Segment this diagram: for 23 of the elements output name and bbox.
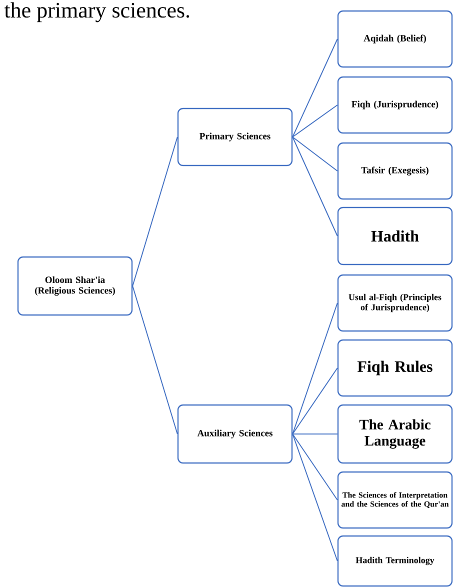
connector-line [292,38,338,138]
category-box: Oloom Shar'ia (Religious Sciences) [17,256,133,316]
category-box: Hadith [337,206,453,266]
connector-line [132,136,178,286]
category-box: Fiqh (Jurisprudence) [337,76,453,134]
connector-line [292,104,338,138]
connector-line [292,434,338,500]
category-box: Aqidah (Belief) [337,10,453,68]
category-box: The Sciences of Interpretation and the Sciences of the Qur'an [337,471,453,529]
category-box: The Arabic Language [337,404,453,464]
category-box: Fiqh Rules [337,339,453,397]
connector-line [292,302,338,434]
connector-line [132,286,178,434]
connector-line [292,136,338,172]
connector-line [292,434,338,562]
category-box: Auxiliary Sciences [177,404,293,464]
category-box: Usul al-Fiqh (Principles of Jurisprudence) [337,274,453,332]
caption-text: the primary sciences. [4,2,190,22]
category-box: Tafsir (Exegesis) [337,142,453,200]
category-box: Primary Sciences [177,108,293,166]
connector-line [292,136,338,236]
category-box: Hadith Terminology [337,535,453,587]
connector-line [292,368,338,434]
